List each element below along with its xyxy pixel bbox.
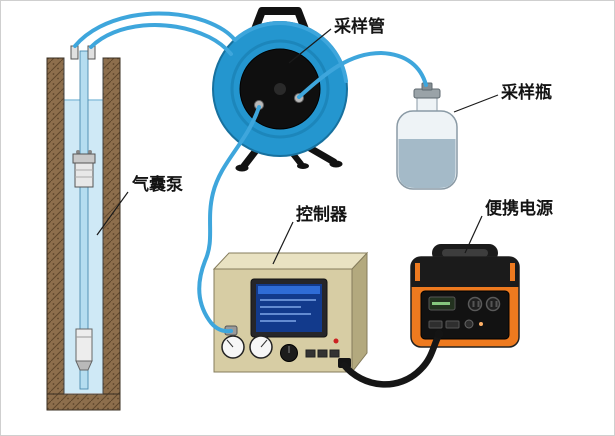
reel-axle: [274, 83, 286, 95]
sampling-tube-line-b: [89, 22, 233, 56]
leader-sampling-tube: [288, 28, 332, 64]
label-sampling-bottle: 采样瓶: [500, 82, 552, 102]
label-sampling-tube: 采样管: [333, 16, 385, 36]
sample-bottle: [396, 82, 458, 190]
label-bladder-pump: 气囊泵: [131, 174, 183, 194]
pump-controller: [212, 251, 369, 374]
controller-top-face: [212, 252, 369, 270]
well-bottom: [46, 393, 121, 411]
sampling-tube-to-bottle: [297, 50, 428, 99]
power-outlet-1: [467, 296, 483, 312]
pump-lower-cylinder: [75, 328, 93, 371]
air-tube-to-controller: [197, 105, 261, 334]
leader-lines: [96, 28, 499, 265]
well-wall-right: [102, 57, 121, 411]
power-led: [479, 322, 483, 326]
pump-head: [72, 153, 96, 164]
power-cable-plug: [434, 329, 444, 339]
controller-button-3: [329, 349, 340, 358]
wellhead-port-left: [70, 45, 79, 60]
tubing-reel: [212, 7, 348, 172]
reel-handle: [250, 7, 310, 36]
power-usb-port-1: [428, 320, 443, 329]
reel-foot-right: [329, 160, 343, 168]
sampling-tube-line-a: [73, 11, 237, 48]
leader-portable-power: [464, 215, 483, 254]
leader-controller: [272, 221, 294, 265]
controller-indicator-led: [333, 338, 339, 344]
label-controller: 控制器: [296, 204, 348, 224]
bladder-pump-device: [72, 150, 96, 188]
controller-side-face: [351, 251, 368, 374]
power-cable: [340, 333, 442, 388]
power-vent-left: [415, 263, 420, 281]
bottle-outline: [396, 110, 458, 190]
riser-pipe: [79, 50, 89, 390]
leader-bladder-pump: [96, 191, 129, 236]
controller-button-1: [305, 349, 316, 358]
well-wall-left: [46, 57, 65, 411]
label-portable-power: 便携电源: [485, 198, 553, 218]
power-usb-port-2: [445, 320, 460, 329]
power-vent-right: [510, 263, 515, 281]
screen-header-bar: [258, 286, 320, 294]
power-outlet-2: [485, 296, 501, 312]
monitoring-well: [46, 45, 121, 411]
power-top-band: [411, 257, 519, 287]
portable-power-station: [410, 244, 520, 348]
sampling-tube-reel-wrap: [233, 21, 348, 83]
leader-sampling-bottle: [453, 94, 499, 113]
reel-winding-ring: [230, 39, 330, 139]
controller-button-2: [317, 349, 328, 358]
reel-foot-left: [235, 164, 249, 172]
labels: 采样管 采样瓶 气囊泵 控制器 便携电源: [131, 16, 553, 224]
pump-body: [74, 162, 94, 188]
bottle-liquid: [398, 139, 456, 188]
power-button: [464, 319, 474, 329]
tubing-lines: [73, 11, 444, 388]
reel-foot-center: [297, 163, 309, 169]
